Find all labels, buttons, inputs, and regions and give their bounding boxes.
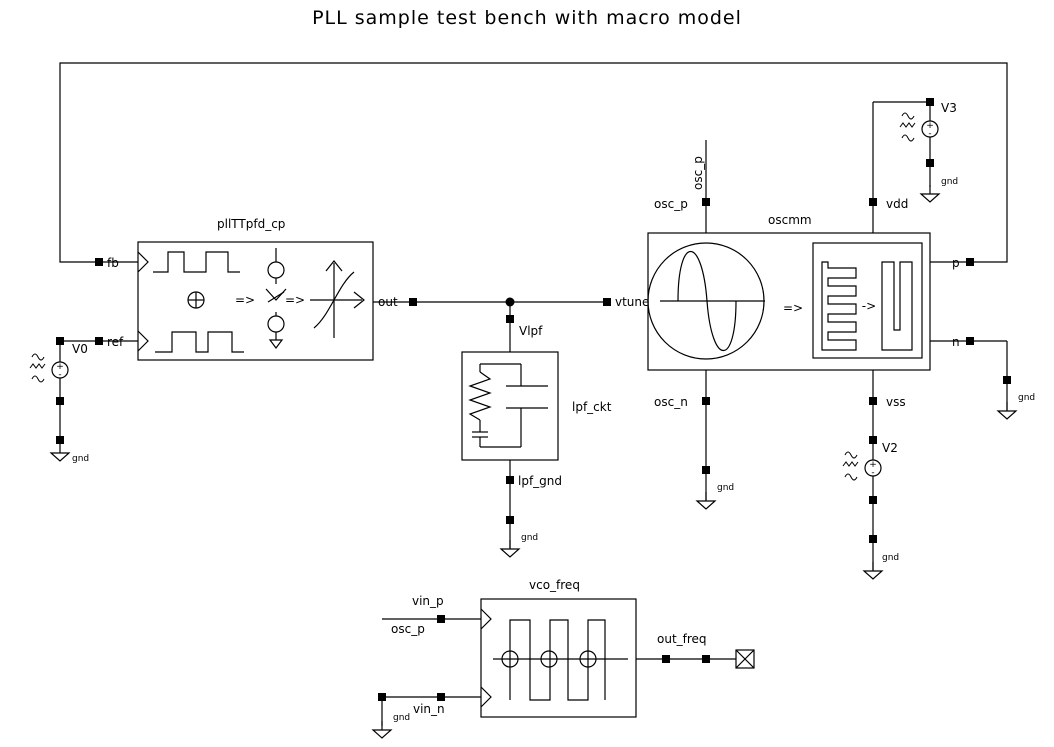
v3-source-icon <box>899 112 939 142</box>
vco-vin-p-pin[interactable] <box>437 615 445 623</box>
v0-top-pin[interactable] <box>56 337 64 345</box>
vco-out-pin[interactable] <box>662 655 670 663</box>
gnd-label: gnd <box>72 454 89 464</box>
osc-vdd-label: vdd <box>886 197 908 211</box>
pfd-block[interactable]: => => pllTTpfd_cp <box>137 217 374 361</box>
v3-top-pin[interactable] <box>926 98 934 106</box>
osc-n-label: osc_n <box>654 395 688 409</box>
vco-out-label: out_freq <box>657 632 707 646</box>
lpf-block-name: lpf_ckt <box>572 400 612 414</box>
osc-vss-pin[interactable] <box>869 397 877 405</box>
lpf-gnd-pin[interactable] <box>506 476 514 484</box>
gnd-label: gnd <box>882 553 899 563</box>
v2-bottom-pin[interactable] <box>869 496 877 504</box>
osc-arrow-2: -> <box>862 299 876 313</box>
v2-label: V2 <box>882 441 898 455</box>
n-gnd-pin[interactable] <box>1003 376 1011 384</box>
v3-label: V3 <box>941 101 957 115</box>
v2-gnd-pin[interactable] <box>869 535 877 543</box>
ground-icon <box>372 720 392 739</box>
gnd-label: gnd <box>941 177 958 187</box>
pfd-ref-label: ref <box>107 335 124 349</box>
ground-icon <box>920 184 940 203</box>
osc-n-out-pin[interactable] <box>966 337 974 345</box>
v2-source-icon <box>842 451 882 481</box>
osc-vtune-pin[interactable] <box>603 298 611 306</box>
vco-vin-p-label: vin_p <box>412 594 444 608</box>
v0-gnd-pin[interactable] <box>56 436 64 444</box>
osc-vss-label: vss <box>886 395 906 409</box>
v0-source-icon <box>29 353 69 383</box>
osc-arrow-1: => <box>783 301 803 315</box>
ground-icon <box>50 443 70 462</box>
pfd-arrow-2: => <box>285 293 305 307</box>
osc-block-name: oscmm <box>768 213 812 227</box>
output-terminal-icon[interactable] <box>735 649 755 669</box>
osc-p-pin[interactable] <box>702 198 710 206</box>
gnd-label: gnd <box>1018 393 1035 403</box>
pfd-arrow-1: => <box>235 293 255 307</box>
feedback-net <box>59 62 1008 263</box>
gnd-label: gnd <box>393 713 410 723</box>
ground-icon <box>696 491 716 510</box>
lpf-gnd-label: lpf_gnd <box>518 474 562 488</box>
pfd-fb-pin[interactable] <box>95 258 103 266</box>
gnd-label: gnd <box>717 483 734 493</box>
osc-vtune-label: vtune <box>615 295 649 309</box>
v0-label: V0 <box>72 342 88 356</box>
oscillator-block[interactable]: => -> oscmm <box>647 213 931 371</box>
osc-p-out-label: p <box>952 256 960 270</box>
lpf-vlpf-label: Vlpf <box>519 324 543 338</box>
vco-gnd-pin[interactable] <box>378 693 386 701</box>
vco-block-name: vco_freq <box>529 578 580 592</box>
ground-icon <box>500 539 520 558</box>
osc-vdd-pin[interactable] <box>869 198 877 206</box>
lpf-vlpf-pin[interactable] <box>506 315 514 323</box>
v2-top-pin[interactable] <box>869 436 877 444</box>
vco-osc-p-net-label: osc_p <box>391 622 425 636</box>
vco-vin-n-pin[interactable] <box>437 693 445 701</box>
vco-vin-n-label: vin_n <box>413 702 445 716</box>
pfd-block-name: pllTTpfd_cp <box>217 217 285 231</box>
v3-bottom-pin[interactable] <box>926 159 934 167</box>
osc-n-pin[interactable] <box>702 397 710 405</box>
osc-p-out-pin[interactable] <box>966 258 974 266</box>
lpf-ground-pin[interactable] <box>506 516 514 524</box>
gnd-label: gnd <box>521 533 538 543</box>
osc-n-out-label: n <box>952 335 960 349</box>
v0-bottom-pin[interactable] <box>56 397 64 405</box>
osc-n-gnd-pin[interactable] <box>702 466 710 474</box>
ground-icon <box>997 401 1017 420</box>
osc-p-label: osc_p <box>654 197 688 211</box>
vco-freq-block[interactable]: vco_freq <box>480 578 637 718</box>
page-title: PLL sample test bench with macro model <box>312 7 742 29</box>
lpf-block[interactable]: lpf_ckt <box>461 351 612 461</box>
osc-p-net-label: osc_p <box>691 156 705 190</box>
out-freq-pin[interactable] <box>702 655 710 663</box>
pfd-fb-label: fb <box>107 256 119 270</box>
ground-icon <box>863 561 883 580</box>
